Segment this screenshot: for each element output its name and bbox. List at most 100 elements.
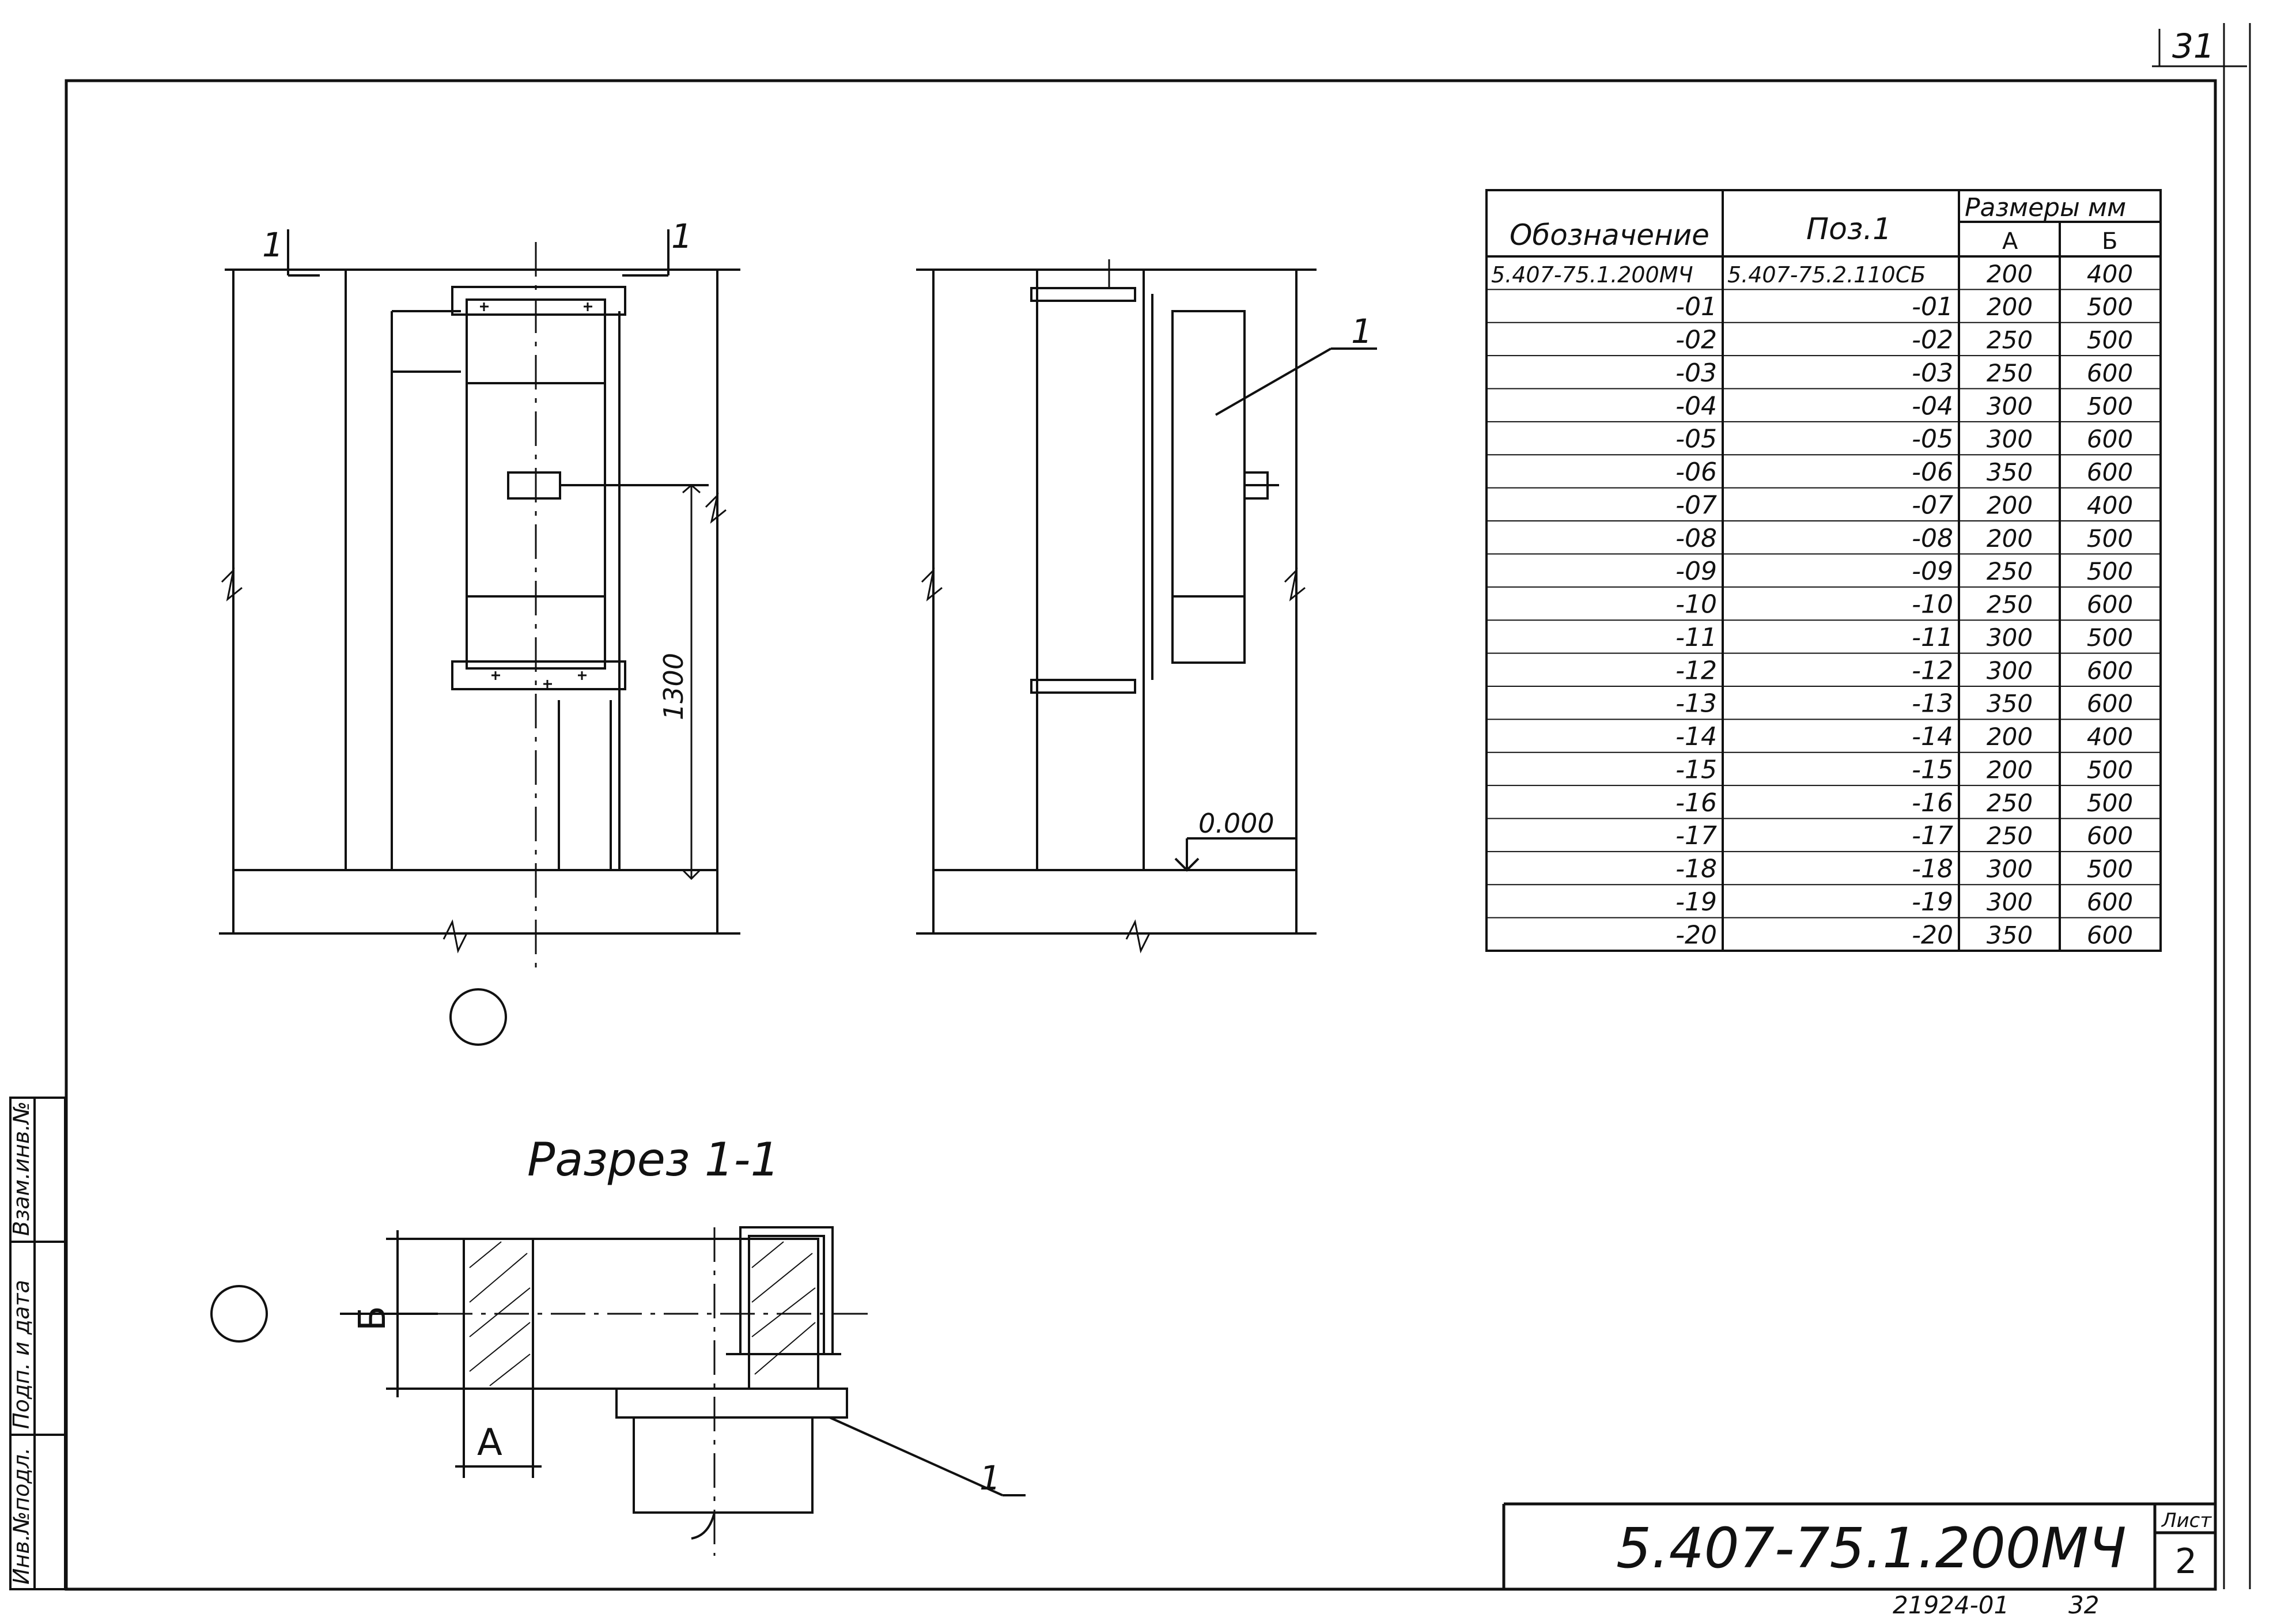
table-cell: -07 — [1675, 490, 1717, 520]
stamp-sign-date: Подп. и дата — [9, 1280, 34, 1429]
table-cell: 500 — [2087, 557, 2133, 585]
archive-number: 21924-01 — [1893, 1591, 2009, 1618]
side-view — [916, 259, 1377, 954]
table-cell: 500 — [2087, 755, 2133, 784]
table-cell: 300 — [1987, 392, 2033, 420]
sheet-top-number: 31 — [2172, 27, 2215, 66]
table-cell: 500 — [2087, 392, 2133, 420]
table-cell: 350 — [1987, 921, 2033, 949]
table-cell: 300 — [1987, 888, 2033, 916]
table-cell: -09 — [1912, 557, 1953, 586]
table-cell: -19 — [1912, 887, 1953, 917]
table-header-designation: Обозначение — [1510, 218, 1709, 252]
table-cell: 600 — [2087, 591, 2133, 619]
section-1-1 — [340, 1226, 1026, 1556]
table-cell: 600 — [2087, 359, 2133, 387]
table-header-a: А — [2002, 228, 2018, 255]
table-cell: -01 — [1912, 292, 1953, 322]
table-cell: 200 — [1987, 723, 2033, 751]
dimension-1300: 1300 — [658, 653, 689, 720]
table-cell: -06 — [1675, 458, 1717, 487]
table-cell: -20 — [1675, 920, 1717, 950]
table-cell: -12 — [1912, 656, 1953, 685]
table-cell: -03 — [1912, 358, 1953, 388]
table-cell: -01 — [1675, 292, 1717, 322]
table-cell: 200 — [1987, 524, 2033, 553]
table-cell: -17 — [1675, 821, 1717, 850]
table-cell: 600 — [2087, 425, 2133, 453]
axis-marker-circle — [449, 988, 507, 1046]
table-header-pos: Поз.1 — [1806, 212, 1892, 247]
table-cell: -15 — [1912, 755, 1953, 784]
table-cell: -18 — [1675, 855, 1717, 884]
table-cell: 500 — [2087, 789, 2133, 817]
table-cell: -04 — [1912, 391, 1953, 421]
table-cell: -14 — [1675, 722, 1717, 751]
table-cell: 5.407-75.1.200МЧ — [1491, 262, 1693, 288]
table-cell: -10 — [1675, 590, 1717, 619]
table-cell: 600 — [2087, 656, 2133, 685]
table-cell: 200 — [1987, 260, 2033, 288]
table-cell: 200 — [1987, 755, 2033, 784]
table-cell: -16 — [1912, 788, 1953, 818]
table-cell: 250 — [1987, 326, 2033, 354]
doc-code: 5.407-75.1.200МЧ — [1616, 1516, 2127, 1581]
table-cell: -03 — [1675, 358, 1717, 388]
table-cell: 350 — [1987, 690, 2033, 718]
table-cell: -02 — [1912, 326, 1953, 355]
table-cell: 500 — [2087, 623, 2133, 652]
stamp-replace-inv: Взам.инв.№ — [9, 1101, 34, 1236]
table-cell: 300 — [1987, 623, 2033, 652]
table-cell: -20 — [1912, 920, 1953, 950]
table-cell: 600 — [2087, 458, 2133, 486]
table-cell: 600 — [2087, 888, 2133, 916]
table-cell: 250 — [1987, 789, 2033, 817]
table-cell: 400 — [2087, 260, 2133, 288]
callout-section: 1 — [979, 1458, 1001, 1498]
table-cell: 300 — [1987, 855, 2033, 883]
table-cell: 300 — [1987, 425, 2033, 453]
table-cell: 250 — [1987, 822, 2033, 850]
table-cell: 250 — [1987, 591, 2033, 619]
table-cell: 500 — [2087, 293, 2133, 321]
table-cell: 500 — [2087, 326, 2133, 354]
table-cell: -10 — [1912, 590, 1953, 619]
table-cell: 350 — [1987, 458, 2033, 486]
table-cell: -19 — [1675, 887, 1717, 917]
table-cell: -17 — [1912, 821, 1953, 850]
table-cell: -14 — [1912, 722, 1953, 751]
table-cell: 300 — [1987, 656, 2033, 685]
table-cell: -13 — [1675, 689, 1717, 719]
table-cell: 250 — [1987, 557, 2033, 585]
table-cell: -05 — [1675, 425, 1717, 454]
table-cell: 250 — [1987, 359, 2033, 387]
table-cell: -15 — [1675, 755, 1717, 784]
table-cell: 600 — [2087, 822, 2133, 850]
table-cell: 600 — [2087, 921, 2133, 949]
table-cell: 500 — [2087, 524, 2133, 553]
callout-front: 1 — [1351, 312, 1372, 351]
table-cell: -09 — [1675, 557, 1717, 586]
sheet-label: Лист — [2161, 1509, 2212, 1532]
stamp-inv-no: Инв.№подл. — [9, 1447, 34, 1585]
table-cell: -13 — [1912, 689, 1953, 719]
front-view — [219, 229, 740, 974]
bottom-page: 32 — [2068, 1591, 2099, 1618]
table-header-b: Б — [2102, 228, 2117, 255]
section-title: Разрез 1-1 — [527, 1133, 780, 1186]
table-cell: -18 — [1912, 855, 1953, 884]
table-cell: -07 — [1912, 490, 1953, 520]
table-cell: 600 — [2087, 690, 2133, 718]
sheet-frame — [65, 79, 2217, 1591]
level-mark: 0.000 — [1198, 808, 1274, 839]
table-cell: -05 — [1912, 425, 1953, 454]
section-mark-left: 1 — [262, 225, 283, 264]
table-cell: 400 — [2087, 491, 2133, 519]
table-cell: -12 — [1675, 656, 1717, 685]
table-cell: 5.407-75.2.110СБ — [1727, 262, 1926, 288]
table-cell: 200 — [1987, 293, 2033, 321]
table-cell: 200 — [1987, 491, 2033, 519]
table-cell: -11 — [1912, 623, 1953, 652]
section-mark-right: 1 — [671, 217, 693, 256]
